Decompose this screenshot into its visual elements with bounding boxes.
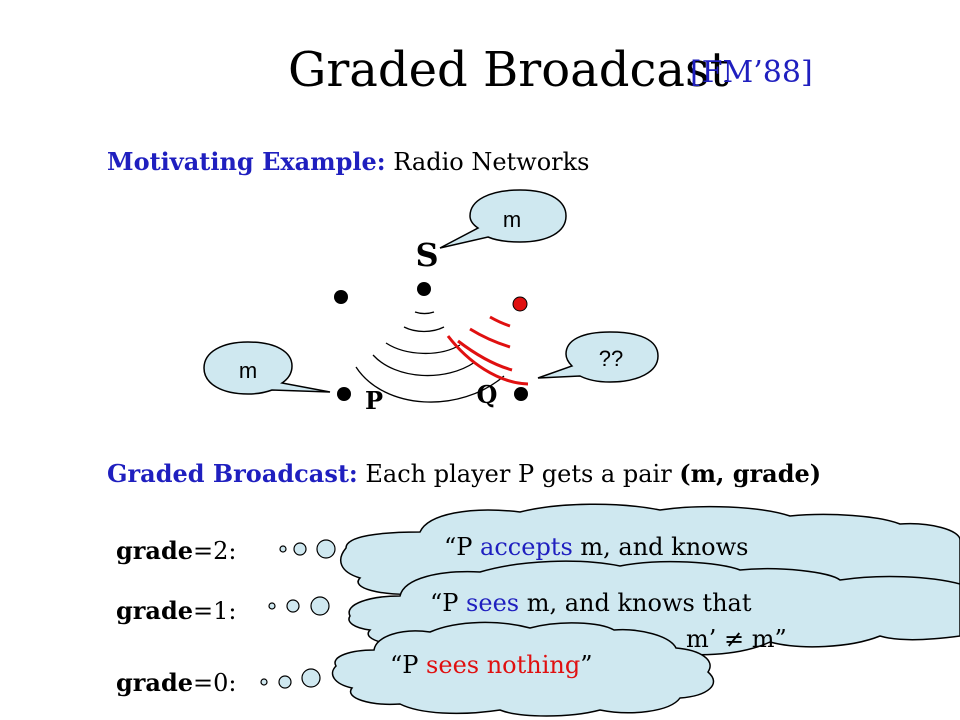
cloud-1-text: “P sees m, and knows that [430, 588, 752, 618]
p-label: P [365, 386, 383, 415]
cloud-0-highlight: sees nothing [426, 651, 581, 679]
cloud-2-text: “P accepts m, and knows [444, 532, 748, 562]
p-bubble: m [203, 341, 331, 395]
sender-label: S [415, 236, 438, 274]
radio-waves [355, 311, 505, 403]
interference-waves [446, 315, 529, 386]
cloud-1-prefix: “P [430, 589, 467, 617]
grade-word: grade [116, 536, 194, 565]
cloud-2-rest: m, and knows [572, 533, 749, 561]
grade-1-label: grade=1: [116, 596, 237, 626]
node-q [514, 387, 528, 401]
graded-text: Each player P gets a pair [357, 460, 680, 488]
cloud-2-highlight: accepts [480, 533, 573, 561]
cloud-2-prefix: “P [444, 533, 481, 561]
sender-bubble: m [439, 189, 567, 249]
slide-title: Graded Broadcast [288, 42, 729, 98]
q-label: Q [477, 380, 498, 409]
q-bubble-text: ?? [599, 346, 623, 371]
cloud-grade-0 [331, 621, 715, 717]
grade-word: grade [116, 596, 194, 625]
cloud-1-rest: m, and knows that [519, 589, 752, 617]
thought-trails [260, 539, 336, 689]
sender-bubble-text: m [503, 207, 521, 232]
graded-pair: (m, grade) [679, 459, 822, 488]
cloud-1-highlight: sees [466, 589, 520, 617]
cloud-0-prefix: “P [390, 651, 427, 679]
grade-0-label: grade=0: [116, 668, 237, 698]
node-left [334, 290, 348, 304]
p-bubble-text: m [239, 358, 257, 383]
motivating-label: Motivating Example: [107, 147, 386, 176]
motivating-text: Radio Networks [385, 148, 590, 176]
motivating-example-line: Motivating Example: Radio Networks [107, 146, 590, 178]
grade-word: grade [116, 668, 194, 697]
grade-value: =1: [193, 597, 237, 625]
cloud-1-line2: m’ ≠ m” [686, 625, 787, 653]
graded-label: Graded Broadcast: [107, 459, 358, 488]
q-bubble: ?? [537, 331, 659, 383]
cloud-0-text: “P sees nothing” [390, 650, 593, 680]
cloud-0-suffix: ” [580, 651, 593, 679]
node-p [337, 387, 351, 401]
node-faulty [512, 296, 528, 312]
graded-broadcast-line: Graded Broadcast: Each player P gets a p… [107, 458, 821, 490]
citation: [FM’88] [690, 55, 813, 90]
grade-value: =0: [193, 669, 237, 697]
grade-value: =2: [193, 537, 237, 565]
grade-2-label: grade=2: [116, 536, 237, 566]
node-sender [417, 282, 431, 296]
